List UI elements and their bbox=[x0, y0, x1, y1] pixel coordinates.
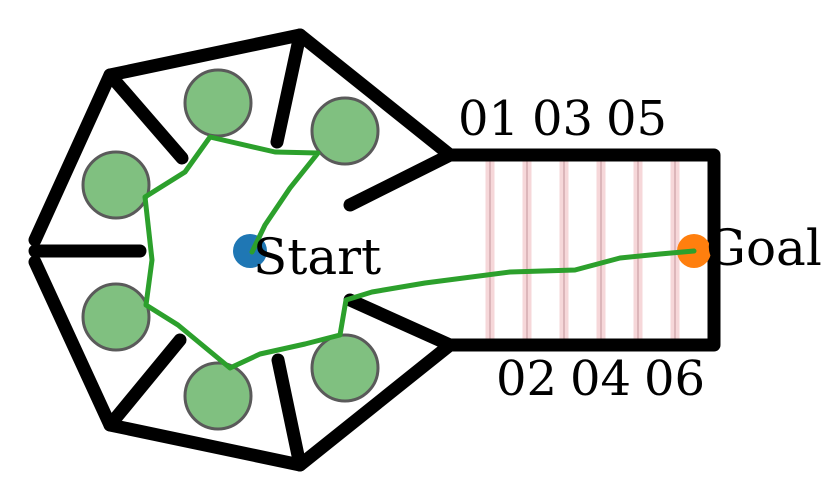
wall-spoke bbox=[271, 353, 307, 472]
inner-wall-upper bbox=[343, 148, 457, 212]
goal-label: Goal bbox=[706, 219, 822, 277]
gate-stripes bbox=[485, 158, 680, 344]
room-nodes bbox=[81, 68, 380, 431]
corridor-wall bbox=[443, 148, 721, 352]
inner-wall-lower bbox=[343, 293, 457, 352]
room-node bbox=[81, 150, 151, 220]
wall-spoke bbox=[103, 68, 189, 165]
wall-spoke bbox=[270, 28, 307, 149]
gate-label-top: 03 bbox=[532, 91, 593, 147]
wall-spoke bbox=[103, 333, 187, 432]
trajectory-path bbox=[142, 134, 697, 371]
room-node bbox=[183, 68, 253, 138]
room-node bbox=[310, 333, 380, 403]
maze-walls bbox=[28, 28, 721, 472]
gate-label-bottom: 04 bbox=[570, 351, 631, 407]
outer-wall-top bbox=[28, 28, 457, 247]
gate-label-top: 01 bbox=[458, 91, 519, 147]
gate-label-top: 05 bbox=[606, 91, 667, 147]
room-node bbox=[81, 282, 151, 352]
gate-label-bottom: 02 bbox=[496, 351, 557, 407]
start-label: Start bbox=[253, 228, 381, 286]
gate-label-bottom: 06 bbox=[644, 351, 705, 407]
outer-wall-bottom bbox=[28, 255, 457, 472]
room-node bbox=[310, 96, 380, 166]
room-node bbox=[183, 361, 253, 431]
